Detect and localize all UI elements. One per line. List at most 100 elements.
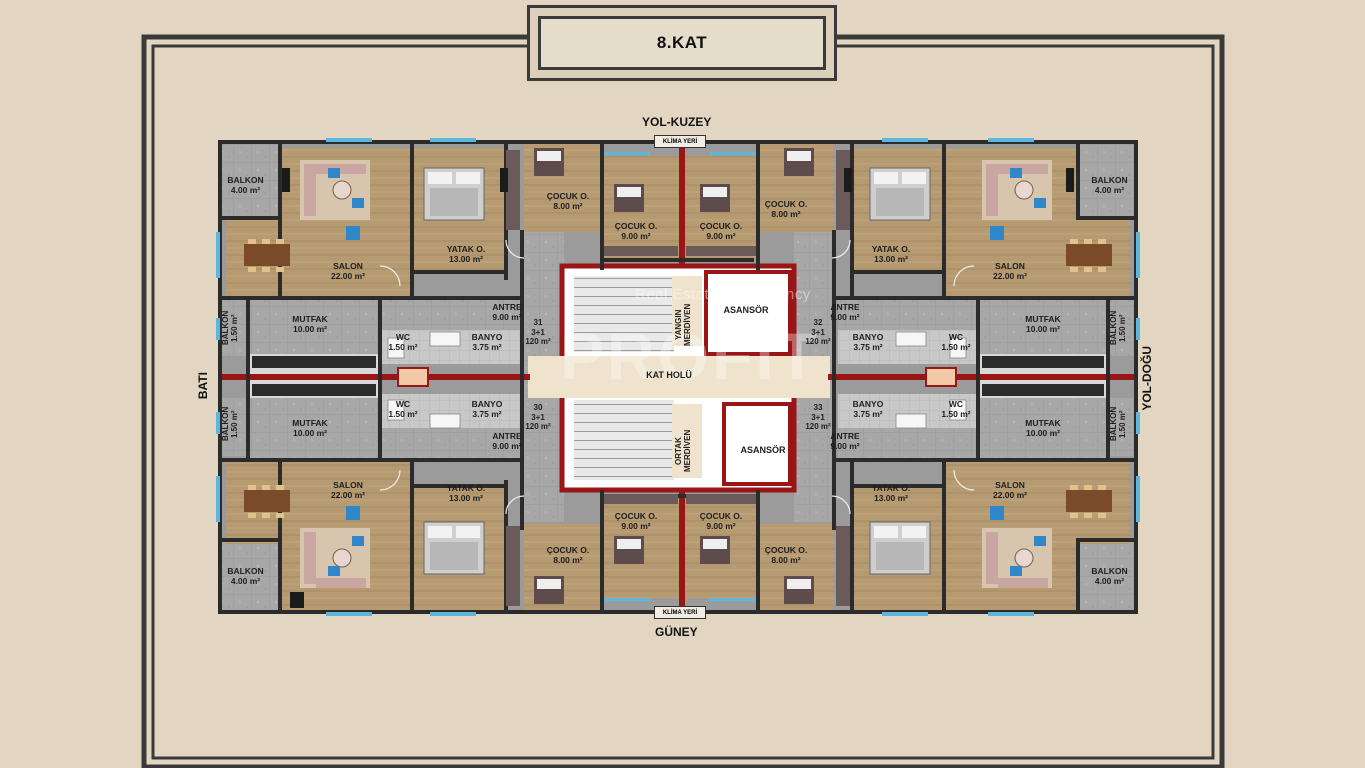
mutfak-nw-floor (248, 298, 380, 360)
sanitary-3 (949, 399, 967, 421)
mutfak-se-floor (978, 396, 1108, 460)
elevator-south (722, 402, 792, 486)
core-label-kat-holu: KAT HOLÜ (646, 370, 692, 380)
balkon-w2-floor (220, 398, 248, 456)
antre-nw-floor (380, 298, 520, 330)
dining-table-nw (244, 244, 290, 266)
dining-table-se (1066, 490, 1112, 512)
balkon-nw-floor (218, 140, 278, 216)
wall-segment-30 (378, 296, 382, 462)
armchair-a-ne (1010, 168, 1022, 178)
shaft-line-north (679, 140, 685, 266)
dining-chair-se-2 (1098, 485, 1106, 490)
dining-chair-ne-1 (1084, 239, 1092, 244)
elevator-north (704, 270, 792, 356)
kid-pillow-sw-a (537, 579, 561, 589)
window-10 (882, 612, 928, 616)
kat-holu-floor (528, 356, 830, 398)
tv-unit-0 (282, 168, 290, 192)
window-4 (882, 138, 928, 142)
room-label-yatak-nw: YATAK O.13.00 m² (446, 244, 486, 264)
dining-chair-se-0 (1070, 485, 1078, 490)
wall-segment-12 (278, 462, 282, 612)
dining-chair-sw-3 (248, 513, 256, 518)
armchair-b-sw (352, 536, 364, 546)
dining-chair-se-5 (1098, 513, 1106, 518)
sanitary-5 (429, 413, 461, 429)
window-12 (216, 232, 220, 278)
antre-se-floor (838, 428, 978, 462)
sanitary-6 (895, 331, 927, 347)
title-frame: 8.KAT (527, 5, 837, 81)
window-6 (326, 612, 372, 616)
window-16 (216, 318, 220, 340)
door-swing-5 (505, 495, 525, 515)
window-2 (604, 152, 650, 155)
wall-segment-21 (1076, 216, 1136, 220)
room-label-yatak-sw: YATAK O.13.00 m² (446, 483, 486, 503)
pillow-b-sw (456, 526, 480, 538)
core-label-asansor-north: ASANSÖR (723, 305, 769, 315)
window-1 (430, 138, 476, 142)
dining-chair-nw-2 (276, 239, 284, 244)
kid-pillow-sw-b (617, 539, 641, 549)
wall-segment-16 (756, 490, 760, 614)
antre-ne-floor (838, 298, 978, 330)
dining-chair-ne-3 (1070, 267, 1078, 272)
mutfak-sw-floor (248, 396, 380, 460)
wardrobe-2 (506, 526, 520, 606)
dining-table-ne (1066, 244, 1112, 266)
wall-segment-33 (852, 270, 944, 274)
counter-top-west-1 (252, 356, 376, 368)
door-swing-3 (831, 239, 851, 259)
wall-segment-3 (1134, 140, 1138, 614)
dining-chair-se-1 (1084, 485, 1092, 490)
room-label-cocuk-se-a: ÇOCUK O.8.00 m² (764, 545, 808, 565)
balkon-e2-floor (1108, 398, 1138, 456)
window-9 (710, 598, 756, 601)
sofa-side-sw (304, 532, 316, 584)
wall-segment-25 (834, 296, 1138, 300)
window-11 (988, 612, 1034, 616)
room-label-cocuk-ne-b: ÇOCUK O.9.00 m² (699, 221, 743, 241)
sofa-side-nw (304, 164, 316, 216)
sanitary-1 (387, 399, 405, 421)
dining-chair-se-3 (1070, 513, 1078, 518)
tv-unit-1 (1066, 168, 1074, 192)
coffee-table-se (1014, 548, 1034, 568)
kid-pillow-nw-b (617, 187, 641, 197)
title-inner-frame: 8.KAT (538, 16, 826, 70)
sofa-back-nw (316, 164, 366, 174)
window-17 (1136, 318, 1140, 340)
compass-south-label: GÜNEY (655, 625, 698, 639)
armchair-a-se (1010, 566, 1022, 576)
wall-segment-10 (942, 140, 946, 300)
wall-segment-13 (410, 462, 414, 612)
dining-chair-se-4 (1084, 513, 1092, 518)
wall-segment-26 (218, 458, 522, 462)
sanitary-4 (429, 331, 461, 347)
balkon-w1-floor (220, 300, 248, 356)
room-label-cocuk-nw-b: ÇOCUK O.9.00 m² (614, 221, 658, 241)
stair-yangin (574, 276, 674, 352)
door-swing-7 (831, 495, 851, 515)
dining-chair-ne-2 (1098, 239, 1106, 244)
fire-stair-landing (672, 276, 702, 346)
dining-chair-nw-1 (262, 239, 270, 244)
sanitary-0 (387, 337, 405, 359)
